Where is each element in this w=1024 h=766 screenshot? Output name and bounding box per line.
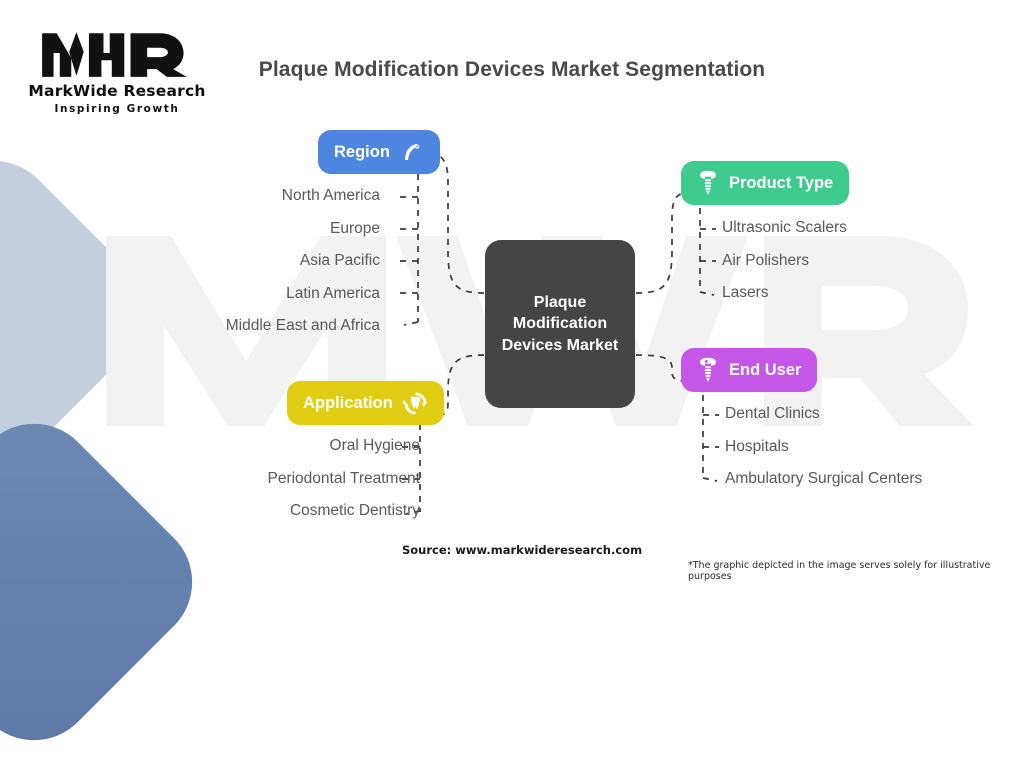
branch-badge-region-label: Region bbox=[334, 142, 390, 161]
list-item: North America bbox=[281, 187, 380, 204]
branch-badge-application[interactable]: Application bbox=[287, 381, 444, 425]
source-attribution: Source: www.markwideresearch.com bbox=[402, 543, 643, 557]
branch-badge-region[interactable]: Region bbox=[318, 130, 440, 174]
list-item: Ambulatory Surgical Centers bbox=[725, 470, 923, 487]
page-title: Plaque Modification Devices Market Segme… bbox=[258, 58, 766, 81]
list-item: Cosmetic Dentistry bbox=[289, 502, 420, 519]
list-item: Periodontal Treatment bbox=[267, 469, 420, 487]
branch-items-end-user: Dental Clinics Hospitals Ambulatory Surg… bbox=[725, 406, 922, 504]
list-item: Latin America bbox=[286, 284, 380, 302]
list-item: Dental Clinics bbox=[725, 405, 820, 422]
brand-tagline: Inspiring Growth bbox=[54, 103, 180, 115]
mwr-monogram-icon bbox=[42, 32, 187, 77]
branch-badge-product-type[interactable]: Product Type bbox=[681, 161, 850, 205]
list-item: Hospitals bbox=[725, 437, 789, 455]
branch-items-region: North America Europe Asia Pacific Latin … bbox=[226, 188, 380, 351]
brand-logo: MarkWide Research Inspiring Growth bbox=[22, 28, 212, 115]
list-item: Air Polishers bbox=[722, 251, 809, 269]
decorative-shape-dark bbox=[0, 398, 218, 766]
disclaimer-note: *The graphic depicted in the image serve… bbox=[688, 560, 991, 582]
decorative-shape-light bbox=[0, 134, 170, 488]
branch-badge-application-label: Application bbox=[303, 393, 393, 412]
dental-scaler-icon bbox=[400, 140, 424, 164]
list-item: Oral Hygiene bbox=[329, 437, 420, 454]
tooth-cycle-icon bbox=[402, 391, 428, 416]
list-item: Ultrasonic Scalers bbox=[722, 219, 847, 236]
branch-badge-end-user[interactable]: End User bbox=[681, 348, 818, 392]
central-node-label: Plaque Modification Devices Market bbox=[501, 294, 619, 354]
central-node: Plaque Modification Devices Market bbox=[485, 240, 635, 408]
dental-implant-icon bbox=[697, 357, 719, 383]
dental-implant-icon bbox=[697, 170, 719, 196]
branch-items-application: Oral Hygiene Periodontal Treatment Cosme… bbox=[267, 438, 420, 536]
list-item: Europe bbox=[330, 219, 380, 237]
branch-badge-product-type-label: Product Type bbox=[729, 173, 834, 192]
list-item: Asia Pacific bbox=[299, 252, 380, 269]
list-item: Lasers bbox=[722, 284, 769, 301]
branch-badge-end-user-label: End User bbox=[729, 360, 802, 379]
brand-name: MarkWide Research bbox=[28, 82, 206, 100]
list-item: Middle East and Africa bbox=[225, 317, 380, 334]
branch-items-product-type: Ultrasonic Scalers Air Polishers Lasers bbox=[722, 220, 847, 318]
